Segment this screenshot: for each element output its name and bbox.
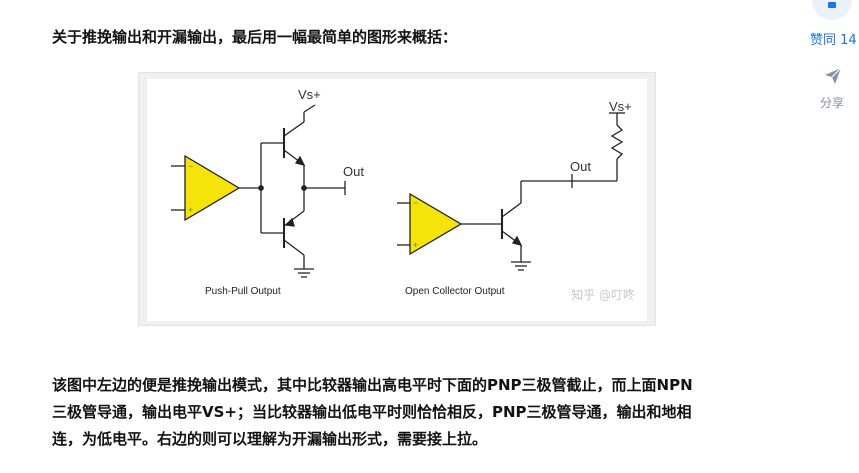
push-pull-caption: Push-Pull Output bbox=[205, 286, 281, 297]
svg-text:−: − bbox=[188, 161, 193, 171]
svg-text:+: + bbox=[413, 240, 418, 250]
push-pull-amplifier bbox=[184, 154, 241, 222]
push-pull-vs-label: Vs+ bbox=[298, 87, 321, 102]
push-pull-out-label: Out bbox=[343, 164, 364, 179]
svg-text:+: + bbox=[188, 205, 193, 215]
side-actions: 赞同 14 分享 bbox=[806, 0, 859, 140]
explanation-paragraph: 该图中左边的便是推挽输出模式，其中比较器输出高电平时下面的PNP三极管截止，而上… bbox=[52, 372, 752, 453]
circuit-figure: − + − + Vs+ Out Vs+ Out Push-Pull Output… bbox=[138, 72, 656, 326]
open-collector-vs-label: Vs+ bbox=[609, 99, 632, 114]
figure-canvas: − + − + Vs+ Out Vs+ Out Push-Pull Output… bbox=[147, 79, 647, 321]
open-collector-caption: Open Collector Output bbox=[405, 286, 505, 297]
upvote-arrow-icon[interactable] bbox=[812, 0, 852, 20]
explanation-line: 三极管导通，输出电平VS+；当比较器输出低电平时则恰恰相反，PNP三极管导通，输… bbox=[52, 403, 692, 421]
open-collector-out-label: Out bbox=[570, 159, 591, 174]
explanation-line: 连，为低电平。右边的则可以理解为开漏输出形式，需要接上拉。 bbox=[52, 430, 488, 448]
open-collector-amplifier bbox=[409, 192, 463, 256]
upvote-button[interactable]: 赞同 14 bbox=[810, 33, 857, 48]
watermark: 知乎 @叮咚 bbox=[571, 288, 635, 302]
explanation-line: 该图中左边的便是推挽输出模式，其中比较器输出高电平时下面的PNP三极管截止，而上… bbox=[52, 376, 693, 394]
intro-paragraph: 关于推挽输出和开漏输出，最后用一幅最简单的图形来概括： bbox=[52, 28, 458, 46]
paper-plane-icon[interactable] bbox=[824, 67, 842, 85]
share-button[interactable]: 分享 bbox=[820, 96, 845, 110]
circuit-diagram-svg: − + − + bbox=[171, 104, 625, 278]
svg-text:−: − bbox=[413, 198, 418, 208]
